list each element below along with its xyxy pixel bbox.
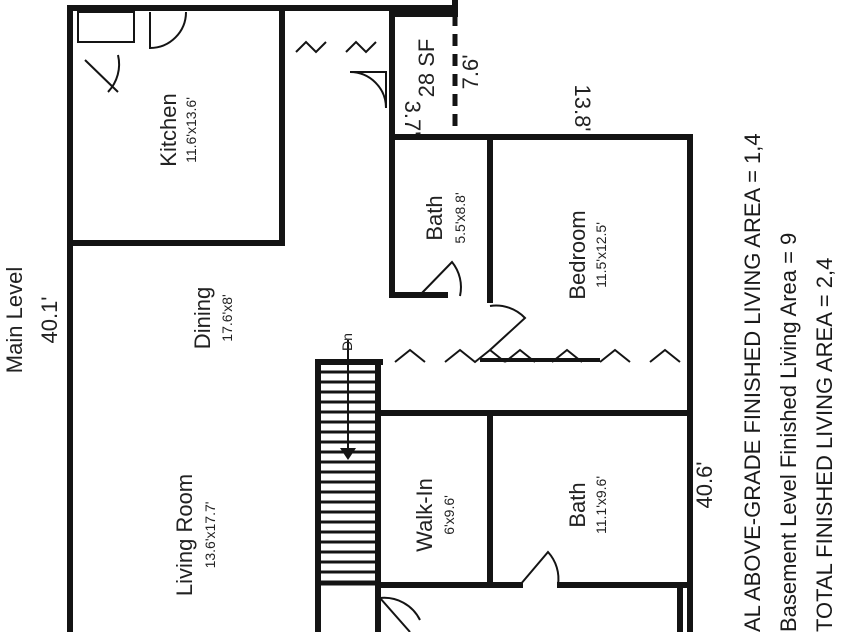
bifold-mark-2 [345, 40, 377, 54]
hall-closet [295, 40, 387, 109]
right-wall-dim: 40.6' [692, 461, 717, 508]
bedroom-door [489, 304, 527, 351]
porch-area: 28 SF [414, 39, 439, 98]
level-width-dim: 40.1' [37, 296, 62, 343]
bedroom-name: Bedroom [565, 210, 590, 299]
stair-arrow-head [340, 448, 356, 460]
lower-bath-size: 11.1'x9.6' [593, 476, 609, 534]
note-basement: Basement Level Finished Living Area = 9 [776, 233, 801, 632]
lower-bath-door [519, 550, 560, 586]
porch-dim-b: 3.7' [400, 101, 425, 136]
closet-bifold-1 [394, 348, 426, 363]
level-title: Main Level [2, 267, 27, 373]
stairs-label: Dn [339, 333, 355, 351]
kitchen-details [77, 11, 281, 236]
note-above-grade: AL ABOVE-GRADE FINISHED LIVING AREA = 1,… [740, 133, 765, 632]
bifold-mark-1 [295, 40, 327, 54]
note-total: TOTAL FINISHED LIVING AREA = 2,4 [812, 258, 837, 632]
hall-door-swing [349, 71, 387, 109]
kitchen-size: 11.6'x13.6' [183, 97, 199, 163]
closet-bifold-2 [444, 348, 506, 364]
dining-size: 17.6'x8' [219, 294, 235, 341]
living-room-size: 13.6'x17.7' [202, 502, 218, 569]
upper-bath-size: 5.5'x8.8' [452, 192, 468, 243]
porch-dim-a: 7.6' [458, 55, 483, 90]
stairs [316, 340, 380, 586]
living-room-name: Living Room [172, 474, 197, 596]
bedroom-size: 11.5'x12.5' [593, 222, 609, 288]
kitchen-counter [77, 11, 135, 43]
upper-bath-name: Bath [422, 195, 447, 240]
stair-treads [316, 360, 380, 586]
kitchen-top-door-swing [149, 11, 187, 50]
doors [379, 260, 560, 632]
walkin-door [379, 596, 421, 632]
kitchen-door-swing [107, 54, 121, 93]
closet-bifold-6 [649, 348, 681, 363]
kitchen-name: Kitchen [156, 93, 181, 166]
walkin-size: 6'x9.6' [441, 495, 457, 535]
lower-bath-name: Bath [565, 482, 590, 527]
upper-bath-door [419, 260, 462, 297]
walkin-name: Walk-In [412, 478, 437, 552]
closet-bifold-5 [599, 348, 631, 363]
bedroom-wing-dim: 13.8' [570, 84, 595, 131]
dining-name: Dining [190, 287, 215, 349]
porch [389, 11, 458, 137]
closet-bifolds [394, 348, 681, 364]
